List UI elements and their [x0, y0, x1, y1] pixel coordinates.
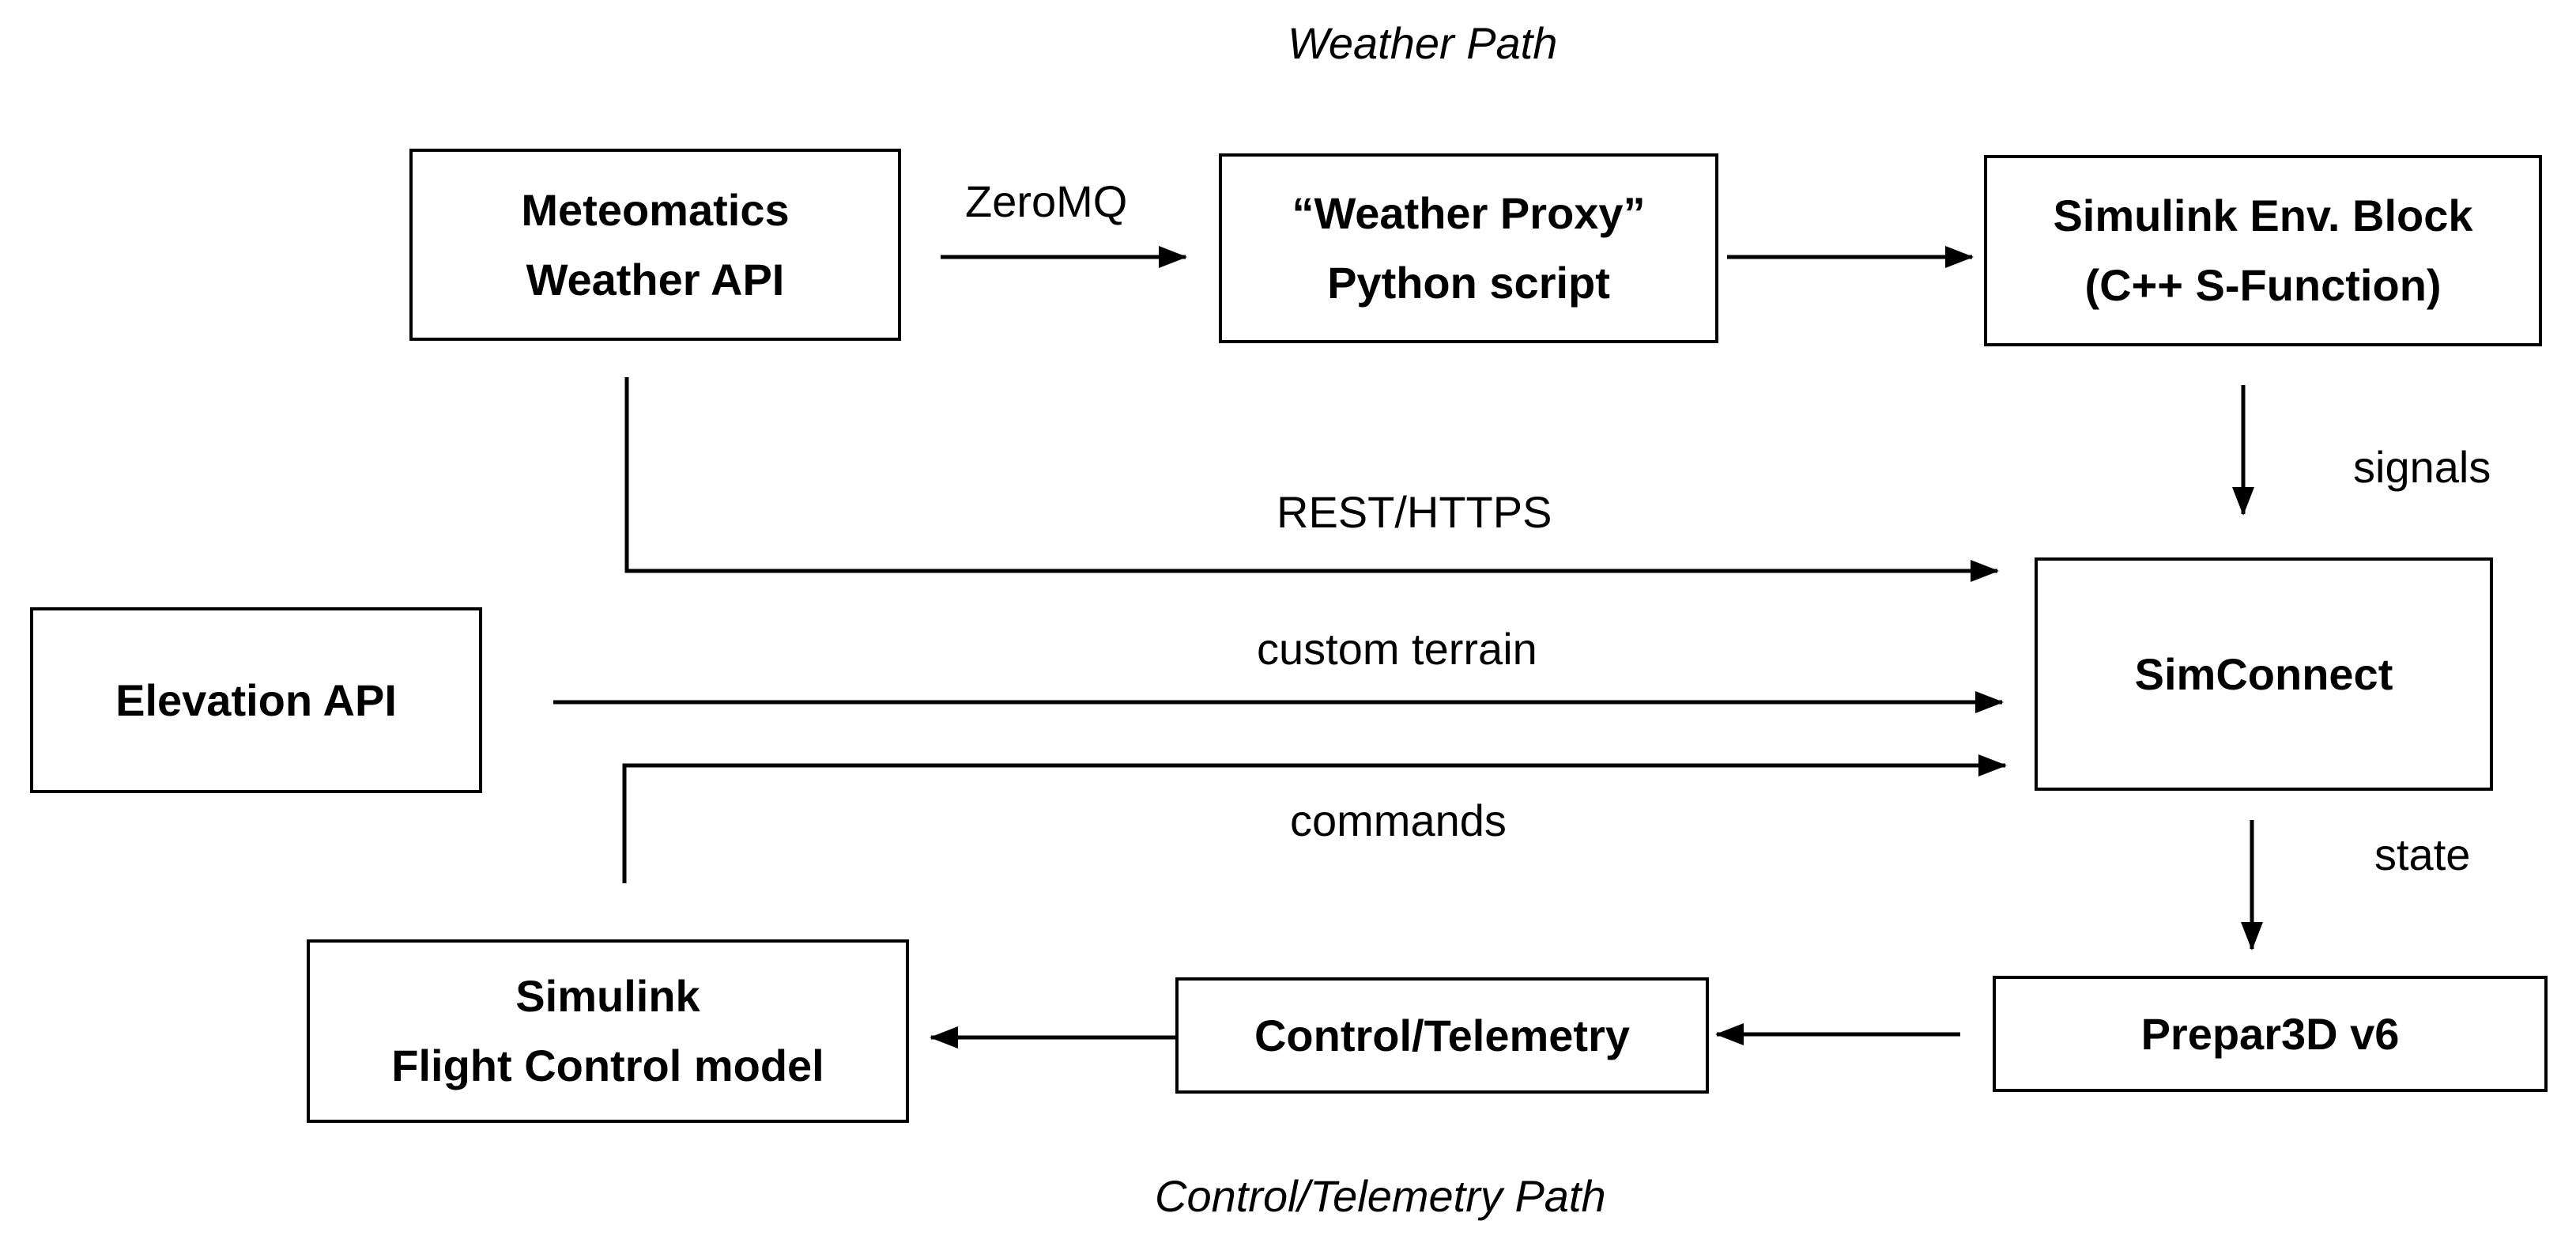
- arrow-flight-control-commands-to-simconnect: [622, 754, 2007, 883]
- prepar3d-box: Prepar3D v6: [1993, 976, 2548, 1092]
- meteomatics-line1: Meteomatics: [521, 184, 790, 235]
- simconnect-box: SimConnect: [2035, 557, 2493, 791]
- elevation-api-label: Elevation API: [115, 675, 397, 725]
- control-telemetry-path-title: Control/Telemetry Path: [1155, 1171, 1606, 1221]
- simulink-env-line2: (C++ S-Function): [2084, 260, 2442, 310]
- elevation-api-box: Elevation API: [30, 607, 482, 793]
- rest-https-label: REST/HTTPS: [1277, 487, 1552, 537]
- weather-proxy-line1: “Weather Proxy”: [1292, 188, 1646, 238]
- simulink-env-block-box: Simulink Env. Block (C++ S-Function): [1984, 155, 2542, 346]
- commands-label: commands: [1290, 795, 1507, 845]
- simconnect-label: SimConnect: [2134, 648, 2393, 699]
- meteomatics-weather-api-box: Meteomatics Weather API: [409, 149, 901, 341]
- meteomatics-line2: Weather API: [526, 254, 785, 304]
- simulink-env-line1: Simulink Env. Block: [2053, 191, 2473, 240]
- custom-terrain-label: custom terrain: [1257, 624, 1537, 674]
- flight-control-model-box: Simulink Flight Control model: [307, 939, 909, 1123]
- state-label: state: [2374, 829, 2471, 879]
- arrow-meteomatics-rest-to-simconnect: [624, 377, 1999, 582]
- zeromq-label: ZeroMQ: [965, 176, 1128, 226]
- weather-proxy-box: “Weather Proxy” Python script: [1219, 153, 1718, 343]
- weather-path-title: Weather Path: [1288, 18, 1558, 68]
- signals-label: signals: [2353, 442, 2491, 492]
- control-telemetry-box: Control/Telemetry: [1175, 977, 1709, 1094]
- control-telemetry-label: Control/Telemetry: [1254, 1010, 1631, 1060]
- prepar3d-label: Prepar3D v6: [2140, 1008, 2400, 1059]
- flight-control-line1: Simulink: [515, 971, 700, 1021]
- flight-control-line2: Flight Control model: [391, 1041, 824, 1090]
- weather-proxy-line2: Python script: [1327, 258, 1610, 308]
